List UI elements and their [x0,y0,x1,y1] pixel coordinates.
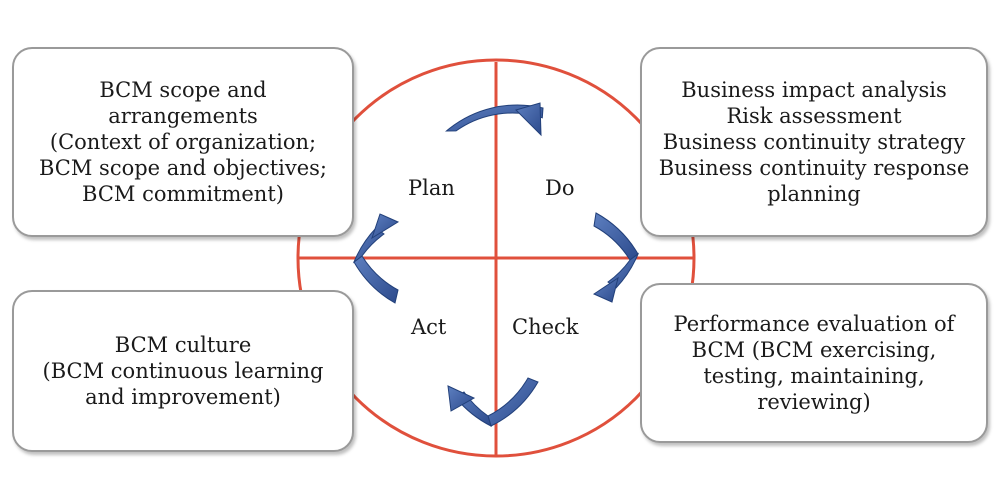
plan-box: BCM scope and arrangements (Context of o… [12,47,354,237]
check-label: Check [512,315,579,339]
plan-label: Plan [408,176,455,200]
do-box-line: Business continuity response [658,156,970,180]
act-label: Act [411,315,447,339]
check-box-line: BCM (BCM exercising, [691,338,937,362]
do-label: Do [545,176,575,200]
plan-box-line: BCM scope and objectives; [38,156,328,180]
check-box-line: reviewing) [757,390,871,414]
arrow-plan-to-do [445,102,544,137]
check-box: Performance evaluation of BCM (BCM exerc… [640,283,988,443]
plan-box-line: BCM scope and [99,78,267,102]
do-box-line: planning [767,182,861,206]
act-box-line: BCM culture [114,333,252,357]
do-box-line: Risk assessment [726,104,902,128]
check-box-line: Performance evaluation of [673,312,955,336]
check-box-line: testing, maintaining, [703,364,925,388]
plan-box-line: arrangements [108,104,258,128]
act-box-line: (BCM continuous learning [42,359,324,383]
plan-box-line: (Context of organization; [49,130,317,154]
do-box: Business impact analysis Risk assessment… [640,47,988,237]
arrow-do-to-check [592,212,640,303]
plan-box-line: BCM commitment) [82,182,284,206]
arrow-act-to-plan [352,213,400,304]
act-box: BCM culture (BCM continuous learning and… [12,290,354,452]
do-box-line: Business continuity strategy [662,130,966,154]
arrow-check-to-act [447,377,539,427]
act-box-line: and improvement) [85,385,281,409]
do-box-line: Business impact analysis [681,78,947,102]
